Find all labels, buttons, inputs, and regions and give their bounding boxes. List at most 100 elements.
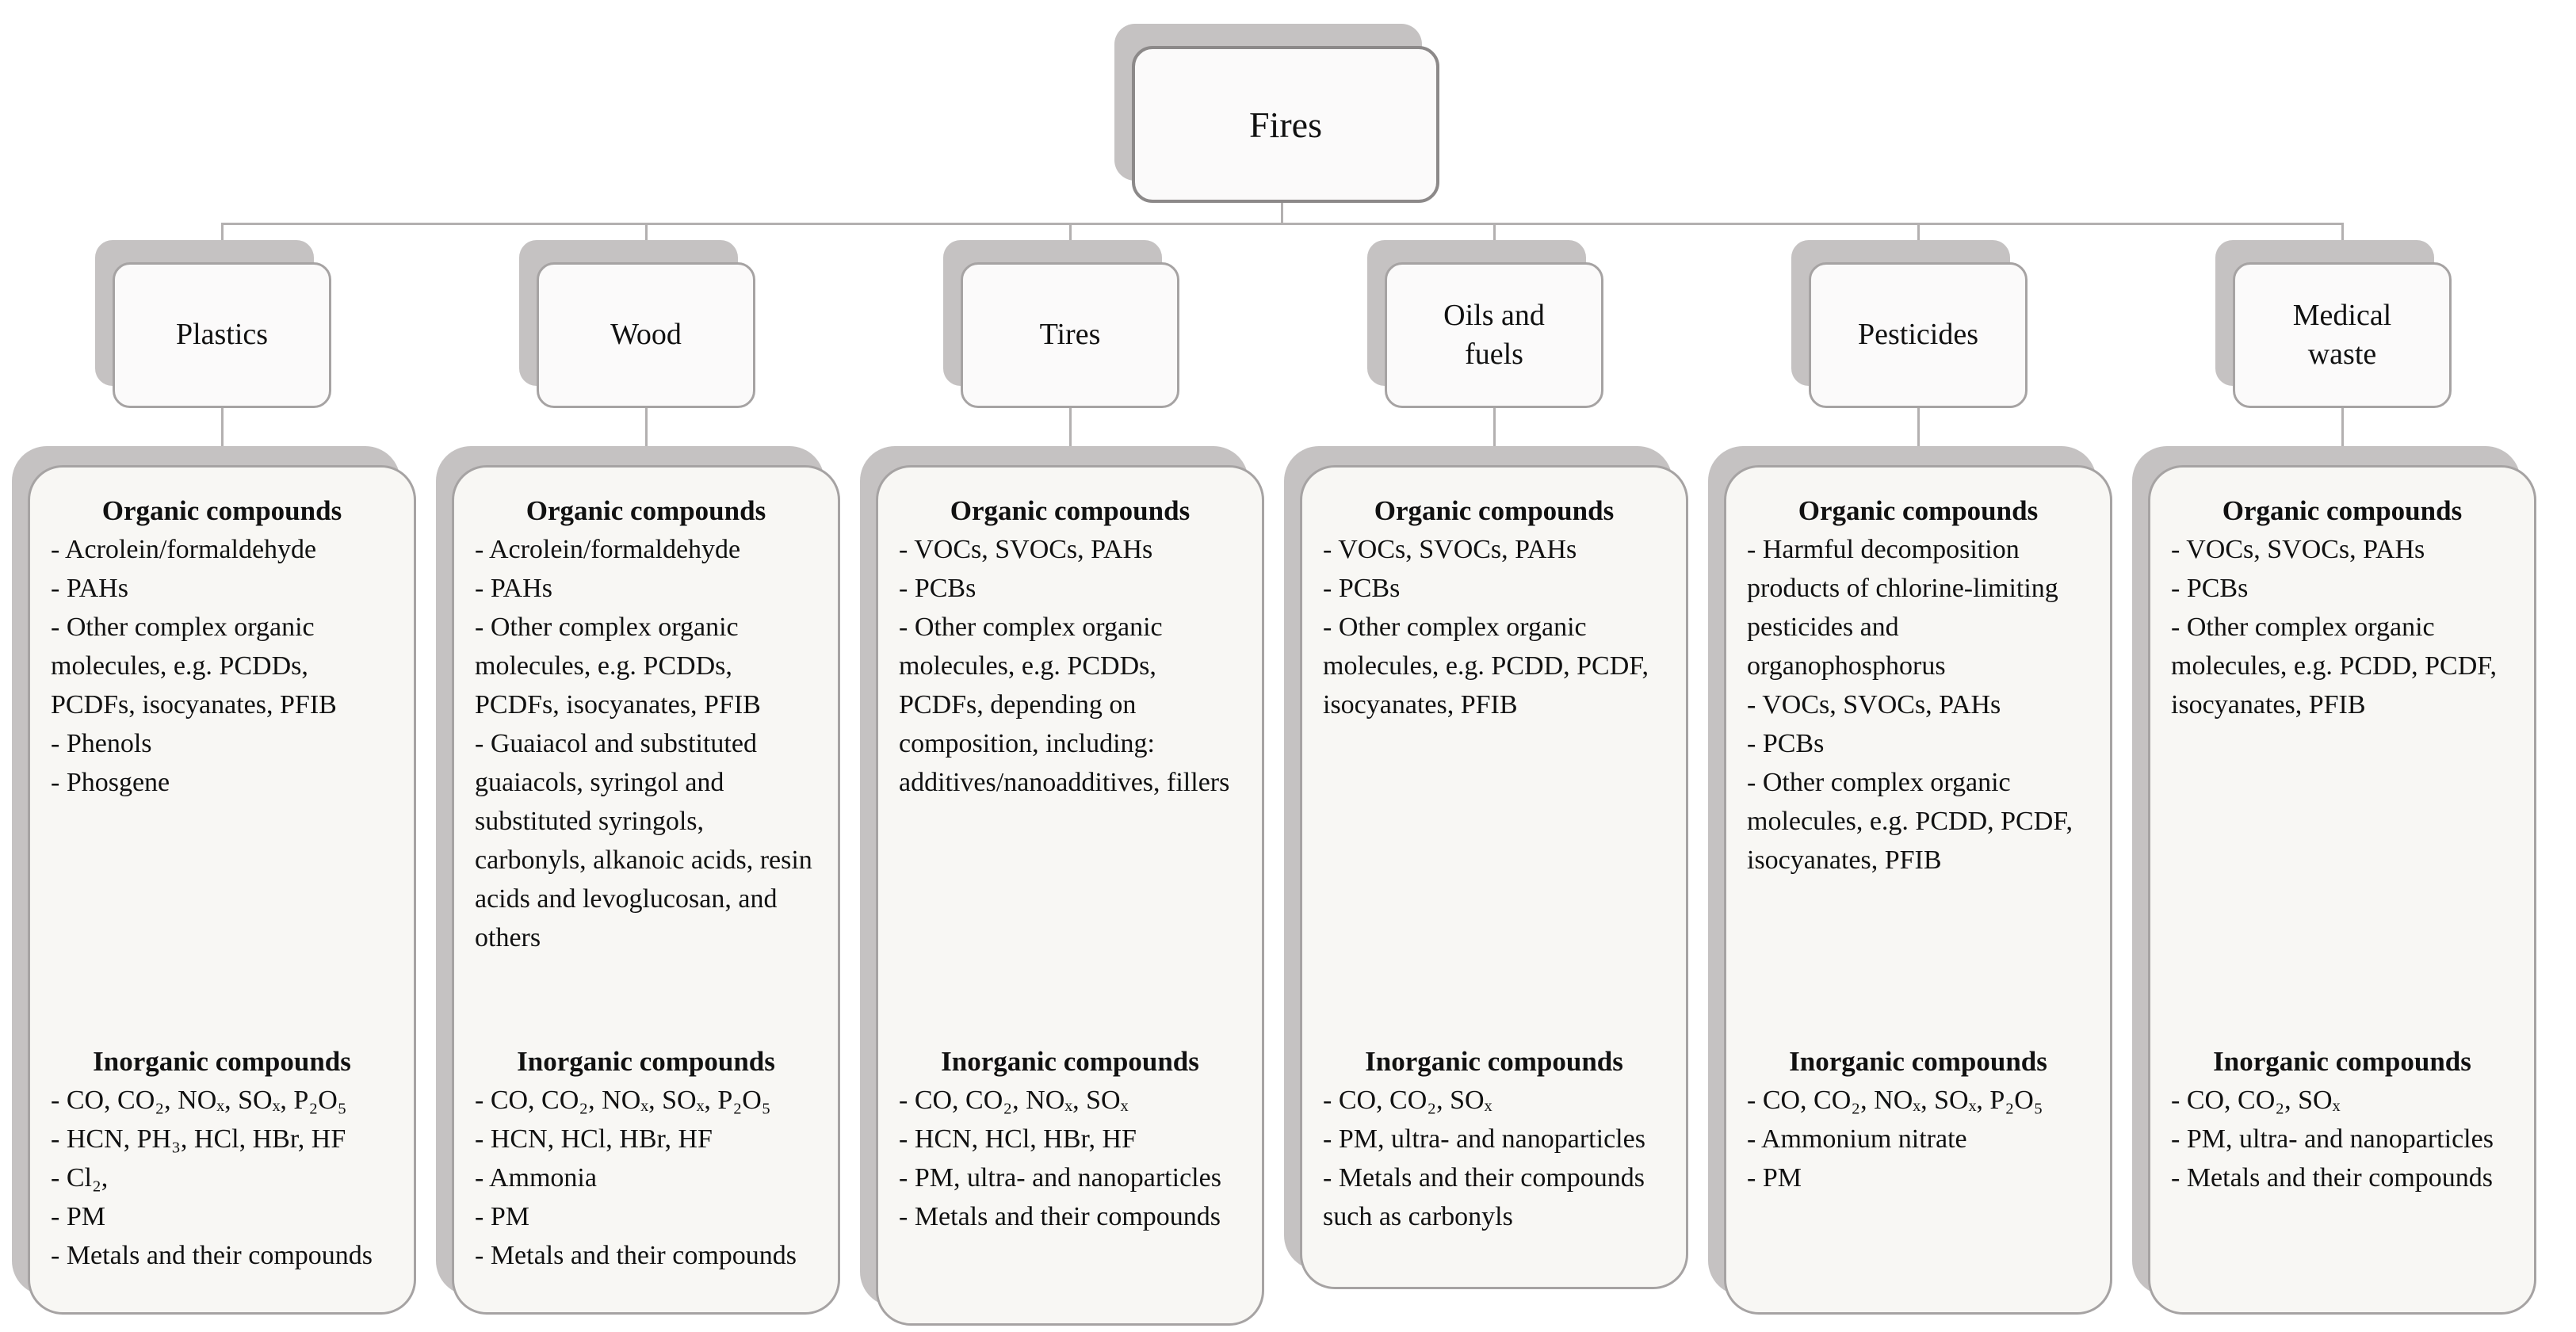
list-item: - Metals and their compounds such as car… [1323,1163,1645,1231]
connector-category-to-list [1917,408,1920,465]
inorganic-heading: Inorganic compounds [517,1046,775,1077]
root-node-fires: Fires [1132,46,1439,203]
organic-section: Organic compounds - VOCs, SVOCs, PAHs - P… [2171,491,2513,724]
list-item: - Ammonia [475,1163,597,1193]
list-item: - HCN, HCl, HBr, HF [899,1124,1137,1154]
list-item: - Phosgene [51,768,170,797]
list-item: - PCBs [1747,729,1825,758]
connector-root-to-bus [1281,197,1283,225]
inorganic-heading: Inorganic compounds [941,1046,1199,1077]
connector-category-to-list [644,408,648,465]
inorganic-section: Inorganic compounds - CO, CO₂, NOₓ, SOₓ,… [1747,1042,2089,1197]
list-item: - HCN, PH₃, HCl, HBr, HF [51,1124,346,1154]
list-item: - CO, CO₂, NOₓ, SOₓ, P₂O₅ [475,1086,771,1115]
inorganic-heading: Inorganic compounds [1365,1046,1623,1077]
inorganic-list: - CO, CO₂, NOₓ, SOₓ- HCN, HCl, HBr, HF- … [899,1081,1241,1236]
list-item: - Other complex organic molecules, e.g. … [1747,768,2073,875]
inorganic-list: - CO, CO₂, NOₓ, SOₓ, P₂O₅ - HCN, HCl, HBr… [475,1081,817,1275]
connector-bus-to-category [645,223,648,262]
branch-column: Medical waste Organic compounds - VOCs, … [2148,223,2536,1315]
list-item: - Other complex organic molecules, e.g. … [1323,613,1649,719]
organic-section: Organic compounds - Harmful decompositio… [1747,491,2089,880]
branch-column: Wood Organic compounds - Acrolein/formal… [452,223,840,1315]
branch-column: Tires Organic compounds - VOCs, SVOCs, P… [876,223,1264,1326]
connector-bus-to-category [1917,223,1920,262]
connector-bus-to-category [1493,223,1496,262]
category-box: Oils and fuels [1385,262,1603,408]
organic-heading: Organic compounds [1374,495,1615,526]
list-item: - PM [1747,1163,1802,1193]
list-item: - VOCs, SVOCs, PAHs [1747,690,2001,719]
list-item: - VOCs, SVOCs, PAHs [2171,535,2425,564]
list-item: - Harmful decomposition products of chlo… [1747,535,2058,681]
list-item: - Other complex organic molecules, e.g. … [475,613,761,719]
category-box: Pesticides [1809,262,2028,408]
category-box: Wood [537,262,755,408]
inorganic-section: Inorganic compounds - CO, CO₂, SOₓ - PM, … [2171,1042,2513,1197]
branch-column: Pesticides Organic compounds - Harmful d… [1724,223,2112,1315]
list-item: - CO, CO₂, NOₓ, SOₓ, P₂O₅ [51,1086,347,1115]
branch-column: Plastics Organic compounds - Acrolein/fo… [28,223,416,1315]
branches-row: Plastics Organic compounds - Acrolein/fo… [28,223,2536,1326]
list-item: - CO, CO₂, SOₓ [1323,1086,1492,1115]
category-label: Wood [610,318,682,352]
inorganic-heading: Inorganic compounds [2213,1046,2471,1077]
organic-heading: Organic compounds [950,495,1191,526]
organic-list: - Harmful decomposition products of chlo… [1747,530,2089,880]
emissions-box: Organic compounds - VOCs, SVOCs, PAHs - P… [876,465,1264,1326]
connector-category-to-list [1492,408,1496,465]
inorganic-list: - CO, CO₂, NOₓ, SOₓ, P₂O₅ - HCN, PH₃, HCl… [51,1081,393,1275]
list-item: - PM [51,1202,105,1231]
list-item: - PCBs [2171,574,2249,603]
list-item: - CO, CO₂, NOₓ, SOₓ, P₂O₅ [1747,1086,2043,1115]
branch-column: Oils and fuels Organic compounds - VOCs,… [1300,223,1688,1289]
category-label: Medical waste [2292,298,2392,371]
list-item: - PM, ultra- and nanoparticles [899,1163,1221,1193]
category-label: Tires [1039,318,1101,352]
organic-list: - VOCs, SVOCs, PAHs- PCBs- Other complex… [2171,530,2513,724]
category-box: Plastics [113,262,331,408]
organic-heading: Organic compounds [2222,495,2463,526]
organic-section: Organic compounds - Acrolein/formaldehyd… [475,491,817,957]
list-item: - Phenols [51,729,152,758]
list-item: - Metals and their compounds [475,1241,797,1270]
category-box: Medical waste [2233,262,2452,408]
inorganic-list: - CO, CO₂, SOₓ - PM, ultra- and nanoparti… [1323,1081,1665,1236]
inorganic-section: Inorganic compounds - CO, CO₂, NOₓ, SOₓ,… [475,1042,817,1275]
list-item: - Cl₂, [51,1163,109,1193]
category-label: Plastics [175,318,269,352]
list-item: - HCN, HCl, HBr, HF [475,1124,713,1154]
organic-list: - VOCs, SVOCs, PAHs - PCBs - Other complex… [899,530,1241,802]
organic-heading: Organic compounds [526,495,766,526]
list-item: - PCBs [1323,574,1401,603]
organic-section: Organic compounds - Acrolein/formaldehyd… [51,491,393,802]
list-item: - Acrolein/formaldehyde [475,535,741,564]
list-item: - PM, ultra- and nanoparticles [1323,1124,1645,1154]
connector-bus-to-category [1069,223,1072,262]
inorganic-list: - CO, CO₂, SOₓ - PM, ultra- and nanoparti… [2171,1081,2513,1197]
list-item: - Other complex organic molecules, e.g. … [899,613,1230,797]
list-item: - Metals and their compounds [51,1241,373,1270]
list-item: - Acrolein/formaldehyde [51,535,317,564]
inorganic-list: - CO, CO₂, NOₓ, SOₓ, P₂O₅ - Ammonium nitr… [1747,1081,2089,1197]
list-item: - Guaiacol and substituted guaiacols, sy… [475,729,812,952]
connector-bus [222,223,2343,225]
connector-bus-to-category [2341,223,2344,262]
emissions-box: Organic compounds - VOCs, SVOCs, PAHs- P… [1300,465,1688,1289]
list-item: - PM [475,1202,529,1231]
inorganic-heading: Inorganic compounds [1789,1046,2047,1077]
inorganic-section: Inorganic compounds - CO, CO₂, NOₓ, SOₓ,… [51,1042,393,1275]
list-item: - Metals and their compounds [899,1202,1221,1231]
list-item: - PAHs [475,574,552,603]
root-node-label: Fires [1249,104,1322,145]
list-item: - CO, CO₂, SOₓ [2171,1086,2341,1115]
organic-list: - VOCs, SVOCs, PAHs- PCBs- Other complex… [1323,530,1665,724]
list-item: - Other complex organic molecules, e.g. … [51,613,337,719]
inorganic-heading: Inorganic compounds [93,1046,351,1077]
list-item: - Ammonium nitrate [1747,1124,1967,1154]
list-item: - VOCs, SVOCs, PAHs [899,535,1153,564]
category-label: Oils and fuels [1443,298,1545,371]
list-item: - PCBs [899,574,977,603]
list-item: - PM, ultra- and nanoparticles [2171,1124,2494,1154]
